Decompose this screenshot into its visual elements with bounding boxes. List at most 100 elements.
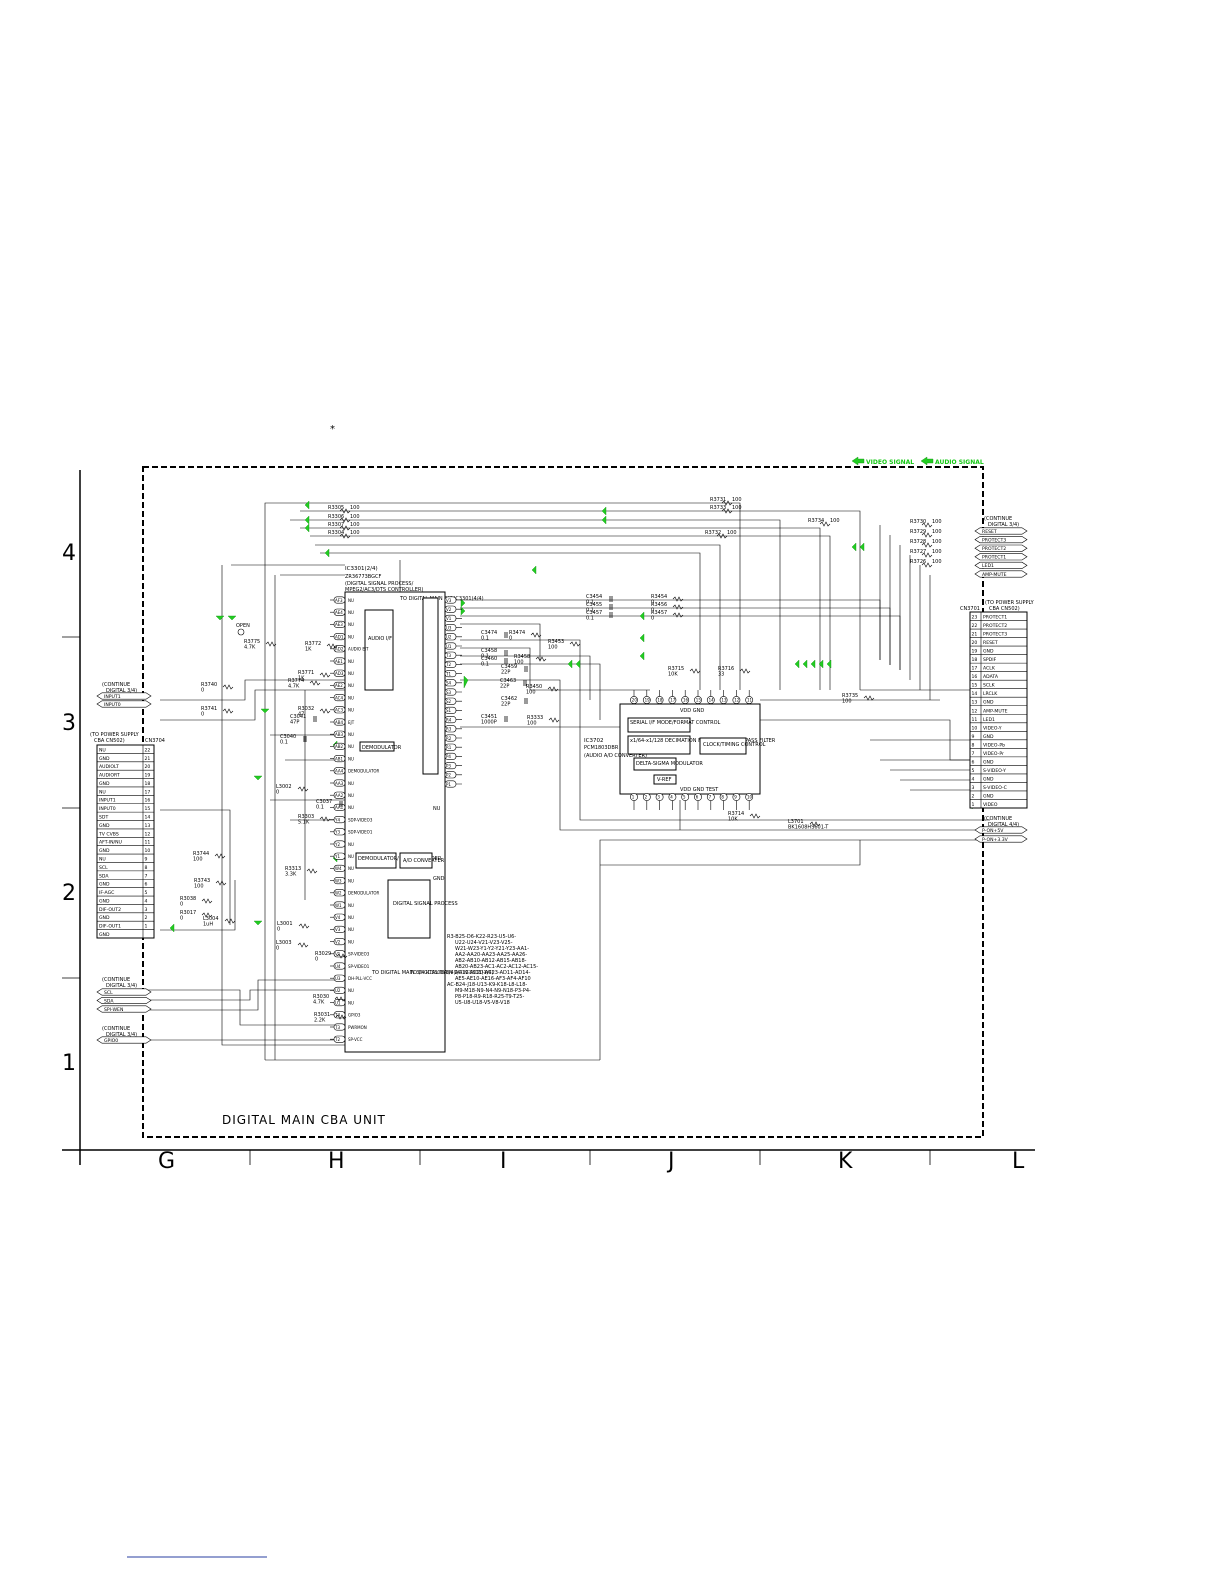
- left-connector-pin-num: 16: [145, 798, 151, 804]
- ic-right-pin-id: P4: [446, 754, 451, 759]
- part-value: 0: [651, 600, 654, 606]
- ic-right-pin-id: U2: [446, 635, 452, 640]
- right-connector-pin-name: S-VIDEO-Y: [983, 768, 1006, 774]
- main-ic-part: ZR36773BGCF: [345, 574, 382, 580]
- main-ic-ref: IC3301(2/4): [345, 566, 378, 572]
- part-value: 10K: [728, 817, 738, 823]
- footnote-line: AA2-AA20-AA23-AA25-AA26-: [455, 952, 527, 958]
- ic-left-pin-id: T2: [334, 1037, 340, 1042]
- adc-bottom-pin-id: 8: [721, 795, 724, 800]
- ic-left-pin-id: V1: [335, 952, 341, 957]
- part-value: 22P: [501, 670, 510, 676]
- ic-left-pin-id: T4: [334, 1013, 340, 1018]
- resistor-ref: R3728: [910, 539, 926, 545]
- right-connector-pin-num: 4: [972, 776, 975, 782]
- main-ic: IC3301(2/4) ZR36773BGCF (DIGITAL SIGNAL …: [330, 566, 538, 1053]
- ic-left-pin-id: W4: [335, 866, 342, 871]
- pin-oval: [444, 725, 457, 733]
- ic-left-pin-id: AA2: [335, 793, 344, 798]
- pin-oval: [333, 913, 346, 921]
- part-value: 0: [651, 616, 654, 622]
- ic-left-pin-name: NU: [348, 903, 354, 908]
- left-connector-pin-name: NU: [99, 747, 106, 753]
- flag-label: SDA: [104, 998, 114, 1004]
- adc-top-pin-id: 19: [645, 698, 651, 703]
- ic-left-pin-name: DEMODULATOR: [348, 769, 380, 774]
- ic-left-pin-name: NU: [348, 988, 354, 993]
- pin-circle: [706, 696, 715, 704]
- pin-circle: [681, 793, 690, 801]
- resistor-ref: R3306: [328, 514, 344, 520]
- adc-top-pin-id: 20: [632, 698, 638, 703]
- flag-label: INPUT0: [104, 702, 121, 708]
- col-label-h: H: [328, 1149, 345, 1174]
- flag-label: SCL: [104, 990, 113, 996]
- part-value: 100: [842, 699, 852, 705]
- ic-left-pin-name: NU: [348, 915, 354, 920]
- ic-right-pin-id: S3: [446, 690, 452, 695]
- flag-label: AMP-MUTE: [982, 572, 1007, 578]
- ad-block: [399, 852, 433, 869]
- ic-left-pin-name: NU: [348, 598, 354, 603]
- pin-circle: [732, 696, 741, 704]
- left-connector-pin-name: GND: [99, 756, 110, 762]
- part-ref: R3458: [514, 654, 530, 660]
- pin-oval: [333, 925, 346, 933]
- pin-oval: [444, 743, 457, 751]
- pin-circle: [630, 696, 638, 704]
- footnote-line: AB20-AB23-AC1-AC2-AC12-AC15-: [455, 964, 538, 970]
- resistor-icon: [215, 880, 227, 886]
- flag-shape: [974, 826, 1028, 834]
- ic-right-pin-id: R3: [446, 727, 452, 732]
- right-connector-pin-name: GND: [983, 700, 994, 706]
- adc-decim-block: [627, 735, 691, 755]
- right-connector-pin-name: LED1: [983, 717, 995, 723]
- main-ic-desc2: MPEG2/AC3/DTS CONTROLLER): [345, 587, 423, 593]
- ic-left-pin-name: PWRMON: [348, 1025, 367, 1030]
- ic-left-pin-name: NU: [348, 659, 354, 664]
- resistor-icon: [334, 996, 346, 1002]
- ic-left-pin-name: NU: [348, 634, 354, 639]
- part-value: 0: [276, 790, 279, 796]
- ic-left-pin-name: NU: [348, 610, 354, 615]
- right-top-flags: (CONTINUE DIGITAL 3/4) RESETPROTECT3PROT…: [974, 516, 1028, 578]
- pin-oval: [333, 974, 346, 982]
- resistor-icon: [569, 641, 581, 647]
- part-value: 100: [194, 884, 204, 890]
- pin-oval: [333, 852, 346, 860]
- ic-left-pin-id: V2: [335, 939, 341, 944]
- resistor-icon: [716, 533, 728, 539]
- adc-ref: IC3702: [584, 738, 603, 744]
- ic-left-pin-name: NU: [348, 732, 354, 737]
- pin-oval: [333, 742, 346, 750]
- pin-circle: [642, 696, 651, 704]
- resistor-ref: R3730: [910, 519, 926, 525]
- resistor-icon: [339, 517, 351, 523]
- adc-vref-block: [653, 774, 677, 785]
- ic-left-pin-id: U4: [335, 964, 341, 969]
- resistor-icon: [326, 643, 338, 649]
- resistor-icon: [921, 542, 933, 548]
- left-bot-note1: (CONTINUE: [102, 1026, 130, 1032]
- ic-left-pin-id: AC3: [335, 708, 343, 713]
- ic-right-pin-id: V1: [446, 616, 452, 621]
- adc-serial-block: [627, 717, 691, 733]
- adc-top-pin-id: 13: [721, 698, 727, 703]
- part-value: 22P: [500, 684, 509, 690]
- part-value: 2.2K: [314, 1018, 326, 1024]
- flag-label: PROTECT1: [982, 555, 1006, 561]
- left-connector-pin-name: GND: [99, 823, 110, 829]
- part-ref: C3462: [501, 696, 517, 702]
- ic-left-pin-name: NU: [348, 781, 354, 786]
- part-ref: R3333: [527, 715, 543, 721]
- adc-top-pin-id: 17: [670, 698, 676, 703]
- dsp-block: [387, 879, 431, 939]
- left-bot-note2: DIGITAL 3/4): [106, 1032, 137, 1038]
- adc-ic: IC3702 PCM1803DBR (AUDIO A/D CONVERTER) …: [584, 690, 776, 810]
- part-value: 0: [509, 636, 512, 642]
- adc-desc: (AUDIO A/D CONVERTER): [584, 753, 647, 759]
- part-ref: R3741: [201, 706, 217, 712]
- row-label-4: 4: [62, 541, 76, 566]
